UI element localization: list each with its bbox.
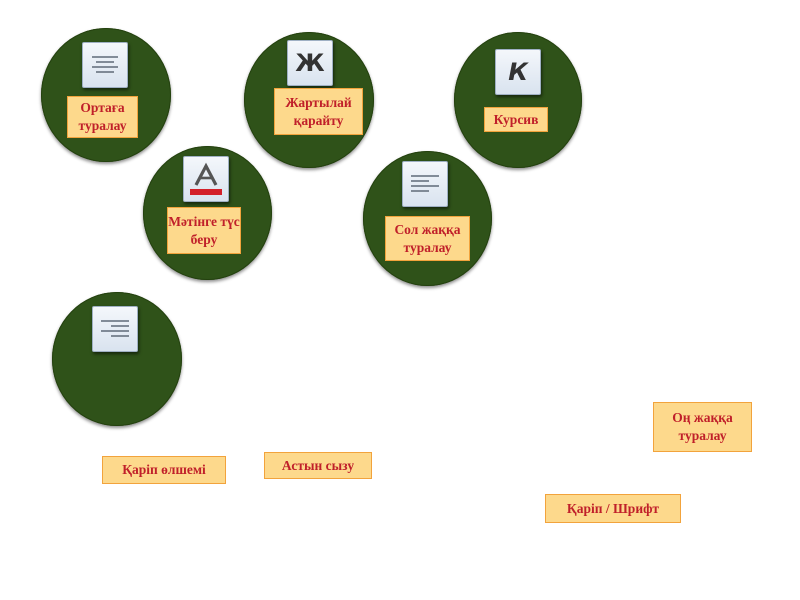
right-align-label: Оң жаққа туралау	[653, 402, 752, 452]
center-align-label: Ортаға туралау	[67, 96, 138, 138]
font-label: Қаріп / Шрифт	[545, 494, 681, 523]
right-align-icon[interactable]	[92, 306, 138, 352]
text-color-label: Мәтінге түс беру	[167, 207, 241, 254]
italic-icon[interactable]: К	[495, 49, 541, 95]
bold-glyph: Ж	[295, 49, 325, 77]
left-align-icon[interactable]	[402, 161, 448, 207]
bold-icon[interactable]: Ж	[287, 40, 333, 86]
underline-label: Астын сызу	[264, 452, 372, 479]
italic-label: Курсив	[484, 107, 548, 132]
center-align-icon[interactable]	[82, 42, 128, 88]
bold-label: Жартылай қарайту	[274, 88, 363, 135]
font-size-label: Қаріп өлшемі	[102, 456, 226, 484]
left-align-label: Сол жаққа туралау	[385, 216, 470, 261]
font-color-icon[interactable]	[183, 156, 229, 202]
italic-glyph: К	[508, 58, 528, 86]
